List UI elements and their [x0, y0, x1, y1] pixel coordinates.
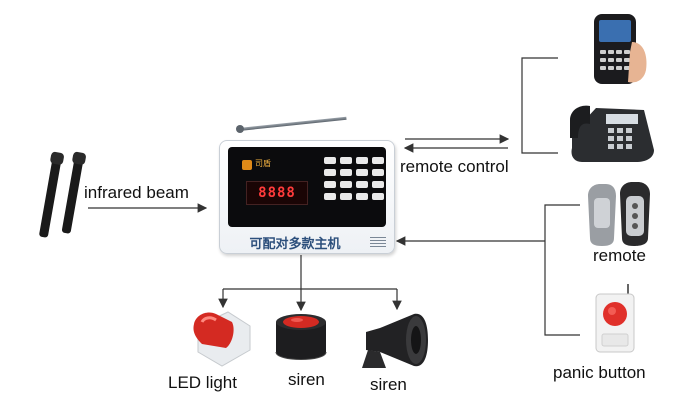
panel-front: 司盾 8888 [228, 147, 386, 227]
keypad-key [356, 169, 368, 176]
brand-logo-icon [242, 160, 252, 170]
remote-keyfob-icon [588, 182, 650, 246]
brand-name: 司盾 [255, 159, 271, 168]
panel-caption: 可配对多款主机 [249, 237, 341, 252]
speaker-grille [370, 237, 386, 249]
keypad-key [356, 193, 368, 200]
desk-telephone-icon [570, 105, 654, 162]
keypad-key [340, 157, 352, 164]
keypad-key [356, 157, 368, 164]
label-remote-control: remote control [400, 157, 509, 176]
keypad-key [324, 169, 336, 176]
keypad-key [356, 181, 368, 188]
label-led-light: LED light [168, 373, 237, 392]
label-panic-button: panic button [553, 363, 646, 382]
keypad-key [324, 157, 336, 164]
keypad-key [372, 157, 384, 164]
label-infrared-beam: infrared beam [84, 183, 189, 202]
bracket-remote-panic [544, 204, 580, 336]
keypad-key [324, 193, 336, 200]
label-siren-2: siren [370, 375, 407, 394]
keypad-key [340, 181, 352, 188]
keypad-key [324, 181, 336, 188]
antenna-base [236, 125, 244, 133]
alarm-control-panel: 司盾 8888 可配对多款主机 [219, 140, 395, 254]
label-siren-1: siren [288, 370, 325, 389]
mobile-phone-icon [594, 14, 647, 84]
keypad-key [372, 193, 384, 200]
keypad-key [340, 169, 352, 176]
panic-button-icon [595, 284, 635, 353]
siren-drum-icon [275, 314, 327, 360]
panel-display: 8888 [246, 181, 308, 205]
keypad-key [340, 193, 352, 200]
label-remote: remote [593, 246, 646, 265]
infrared-beam-sensor-icon [39, 151, 86, 238]
bracket-phones [521, 57, 558, 154]
keypad-key [372, 181, 384, 188]
keypad-key [372, 169, 384, 176]
led-strobe-light-icon [193, 311, 251, 367]
siren-horn-icon [362, 313, 428, 368]
